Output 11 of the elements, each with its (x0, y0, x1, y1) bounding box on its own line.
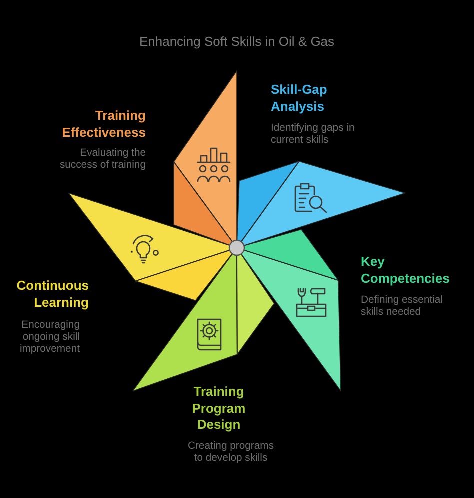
step-heading: Training Program Design (191, 384, 247, 434)
step-description: Creating programs to develop skills (186, 441, 276, 466)
step-heading: Skill-Gap Analysis (271, 82, 328, 115)
step-description: Evaluating the success of training (58, 148, 146, 172)
step-heading: Continuous Learning (16, 278, 89, 311)
step-description: Identifying gaps in current skills (271, 123, 356, 148)
step-heading: Key Competencies (361, 254, 451, 287)
step-description: Encouraging ongoing skill improvement (18, 320, 80, 357)
step-heading: Training Effectiveness (61, 108, 146, 141)
title: Enhancing Soft Skills in Oil & Gas (138, 33, 336, 51)
step-description: Defining essential skills needed (361, 295, 444, 320)
